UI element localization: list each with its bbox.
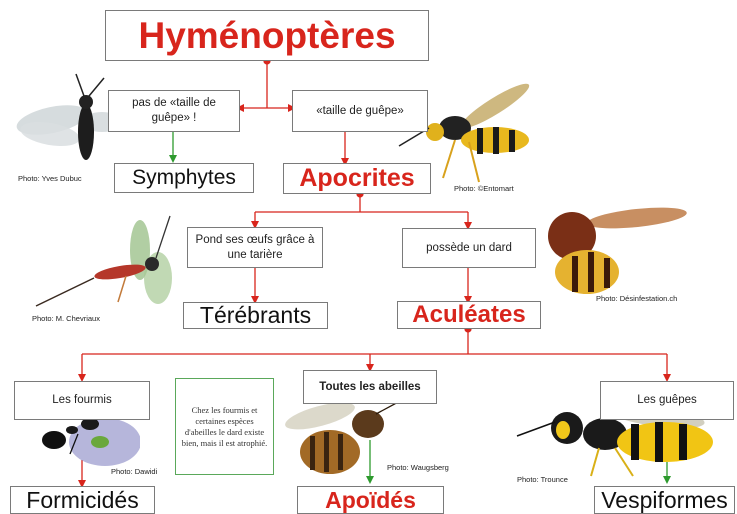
node-terebrants: Térébrants: [183, 302, 328, 329]
question-bees: Toutes les abeilles: [303, 370, 437, 404]
credit-hornet: Photo: Désinfestation.ch: [596, 294, 677, 303]
credit-bee: Photo: Waugsberg: [387, 463, 449, 472]
question-waist: «taille de guêpe»: [292, 90, 428, 132]
credit-wasp: Photo: ©Entomart: [454, 184, 514, 193]
ichneumon-photo: [30, 210, 180, 320]
question-ants: Les fourmis: [14, 381, 150, 420]
note-box: Chez les fourmis et certaines espèces d'…: [175, 378, 274, 475]
question-sting: possède un dard: [402, 228, 536, 268]
credit-sawfly: Photo: Yves Dubuc: [18, 174, 82, 183]
credit-ant: Photo: Dawidi: [111, 467, 157, 476]
credit-yellowjacket: Photo: Trounce: [517, 475, 568, 484]
diagram-title: Hyménoptères: [105, 10, 429, 61]
question-no-waist: pas de «taille de guêpe» !: [108, 90, 240, 132]
node-apocrites: Apocrites: [283, 163, 431, 194]
question-wasps: Les guêpes: [600, 381, 734, 420]
hornet-photo: [532, 200, 692, 300]
credit-ichneumon: Photo: M. Chevriaux: [32, 314, 100, 323]
node-symphytes: Symphytes: [114, 163, 254, 193]
node-aculeates: Aculéates: [397, 301, 541, 329]
question-ovipositor: Pond ses œufs grâce à une tarière: [187, 227, 323, 268]
title-text: Hyménoptères: [138, 15, 395, 57]
